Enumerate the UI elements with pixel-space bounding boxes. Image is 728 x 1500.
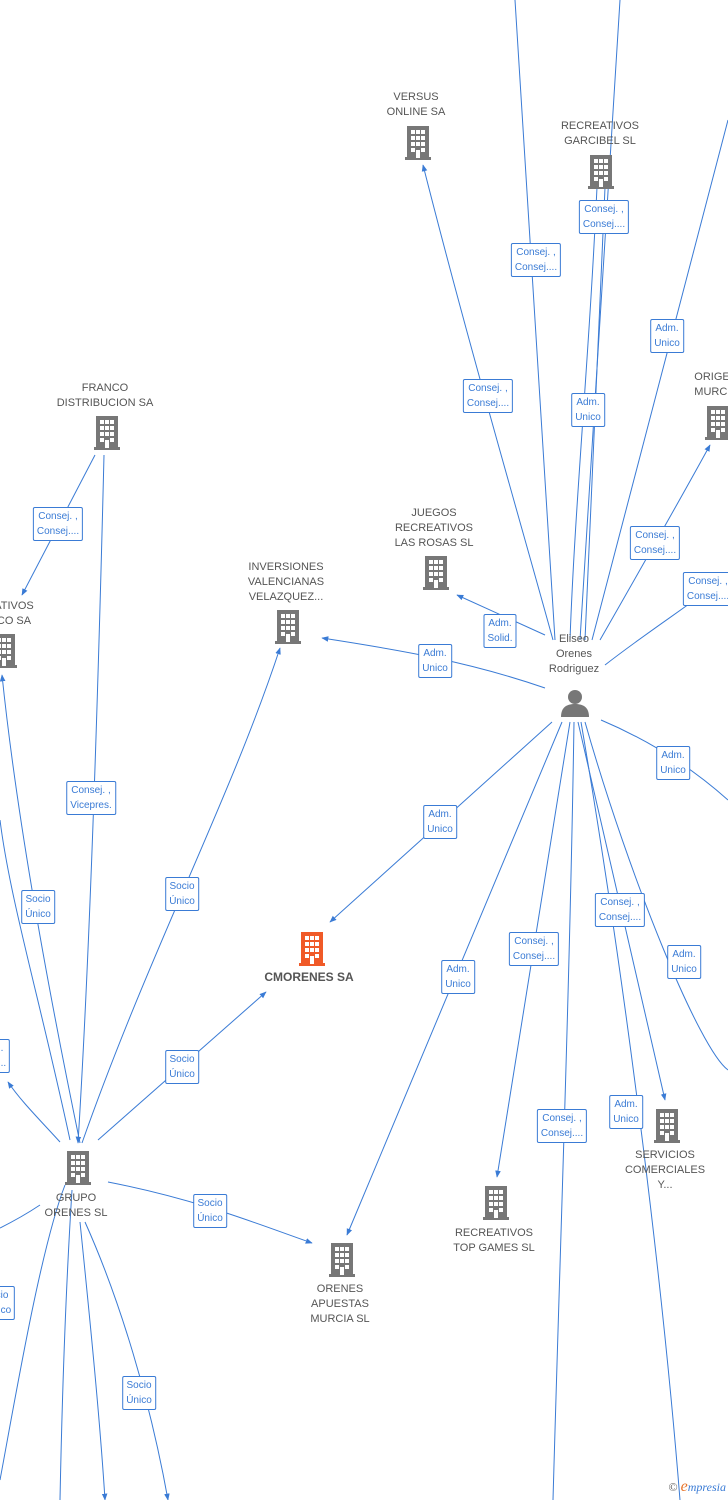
node-label-eliseo[interactable]: Eliseo Orenes Rodriguez [548, 633, 600, 675]
edge-line [79, 1221, 108, 1500]
edge-line [591, 119, 728, 641]
node-label-juegos[interactable]: JUEGOS RECREATIVOS LAS ROSAS SL [394, 507, 474, 549]
edge-line [0, 674, 81, 1144]
edge-line [59, 1189, 73, 1500]
relation-label[interactable]: Consej. , Consej.... [594, 893, 646, 927]
relation-label[interactable]: Consej. , Consej.... [32, 507, 84, 541]
building-icon[interactable] [275, 610, 301, 644]
building-icon[interactable] [299, 932, 325, 966]
node-label-topgames[interactable]: RECREATIVOS TOP GAMES SL [453, 1227, 535, 1254]
brand-logo-text: mpresia [687, 1480, 726, 1494]
relation-label[interactable]: Adm. Unico [441, 960, 475, 994]
node-label-inversiones[interactable]: INVERSIONES VALENCIANAS VELAZQUEZ... [247, 561, 325, 603]
node-label-grupo[interactable]: GRUPO ORENES SL [44, 1192, 108, 1219]
node-label-servicios[interactable]: SERVICIOS COMERCIALES Y... [624, 1149, 706, 1191]
relation-label[interactable]: Consej. , Consej.... [682, 572, 728, 606]
copyright-footer: © empresia [669, 1478, 726, 1496]
relation-label[interactable]: Adm. Unico [650, 319, 684, 353]
building-icon[interactable] [654, 1109, 680, 1143]
relation-label[interactable]: Adm. Unico [656, 746, 690, 780]
relation-label[interactable]: Adm. Unico [423, 805, 457, 839]
node-label-versus[interactable]: VERSUS ONLINE SA [386, 91, 446, 118]
relation-label[interactable]: Socio Único [21, 890, 55, 924]
edge-line [0, 1184, 66, 1481]
node-label-ativos[interactable]: ATIVOS CO SA [0, 600, 34, 627]
relation-label[interactable]: Consej. , Consej.... [508, 932, 560, 966]
edge-line [0, 819, 71, 1141]
relation-label[interactable]: . ... [0, 1039, 11, 1073]
relation-label[interactable]: cio nico [0, 1286, 16, 1320]
building-icon[interactable] [705, 406, 728, 440]
relation-label[interactable]: Socio Único [165, 877, 199, 911]
relation-label[interactable]: Consej. , Consej.... [629, 526, 681, 560]
edge-line [421, 164, 554, 641]
node-label-apuestas[interactable]: ORENES APUESTAS MURCIA SL [310, 1283, 370, 1325]
edge-line [0, 1204, 41, 1229]
person-icon[interactable] [561, 690, 589, 717]
node-label-garcibel[interactable]: RECREATIVOS GARCIBEL SL [560, 120, 640, 147]
relation-label[interactable]: Adm. Unico [571, 393, 605, 427]
building-icon[interactable] [0, 634, 17, 668]
edge-line [514, 0, 556, 641]
relation-label[interactable]: Adm. Solid. [483, 614, 517, 648]
edge-line [84, 1221, 170, 1500]
relation-label[interactable]: Adm. Unico [667, 945, 701, 979]
building-icon[interactable] [65, 1151, 91, 1185]
edge-line [75, 454, 105, 1144]
edge-line [579, 0, 621, 641]
building-icon[interactable] [483, 1186, 509, 1220]
building-icon[interactable] [588, 155, 614, 189]
edge-line [584, 721, 728, 1071]
node-label-franco[interactable]: FRANCO DISTRIBUCION SA [56, 382, 154, 409]
relation-label[interactable]: Adm. Unico [609, 1095, 643, 1129]
building-icon[interactable] [94, 416, 120, 450]
relation-label[interactable]: Socio Único [193, 1194, 227, 1228]
relation-label[interactable]: Socio Único [122, 1376, 156, 1410]
brand-logo-letter: e [680, 1478, 688, 1495]
node-label-cmorenes[interactable]: CMORENES SA [264, 970, 354, 984]
node-label-origen[interactable]: ORIGEN MURCIA [694, 371, 728, 398]
building-icon[interactable] [423, 556, 449, 590]
building-icon[interactable] [405, 126, 431, 160]
relation-label[interactable]: Consej. , Consej.... [510, 243, 562, 277]
relation-label[interactable]: Adm. Unico [418, 644, 452, 678]
relation-label[interactable]: Consej. , Consej.... [536, 1109, 588, 1143]
relation-label[interactable]: Consej. , Consej.... [462, 379, 514, 413]
copyright-symbol: © [668, 1480, 678, 1494]
relation-label[interactable]: Socio Único [165, 1050, 199, 1084]
relation-label[interactable]: Consej. , Vicepres. [66, 781, 116, 815]
building-icon[interactable] [329, 1243, 355, 1277]
edge-line [7, 1081, 61, 1143]
relation-label[interactable]: Consej. , Consej.... [578, 200, 630, 234]
